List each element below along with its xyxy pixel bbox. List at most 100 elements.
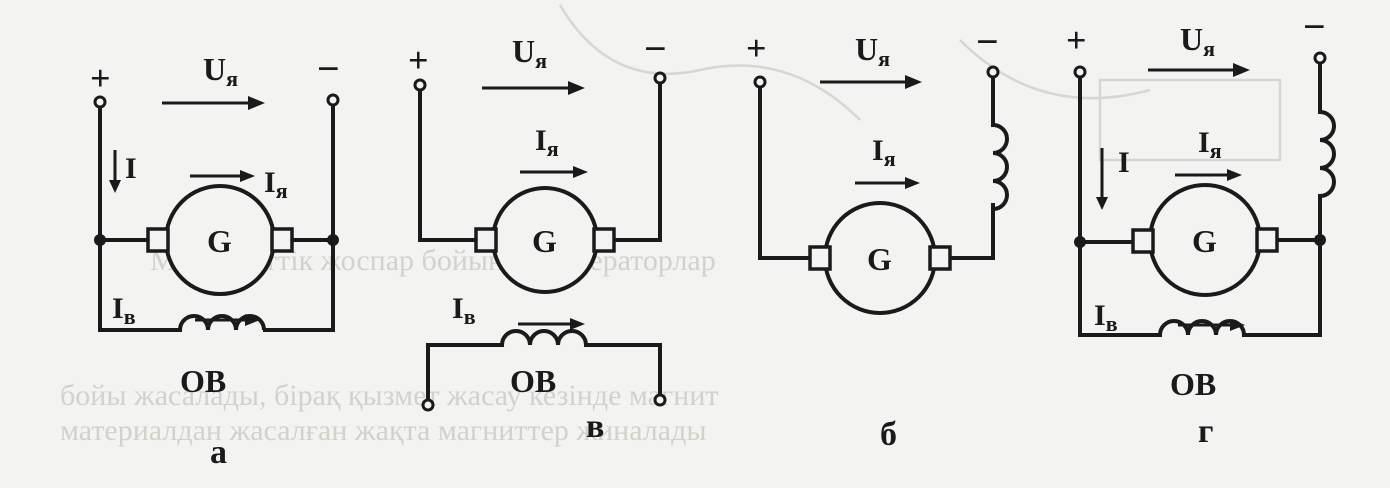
brush-right — [592, 227, 616, 253]
terminal-field-left — [421, 398, 435, 412]
panel-caption: б — [880, 416, 897, 453]
junction-node — [327, 234, 339, 246]
generator-label: G — [867, 241, 892, 277]
terminal-plus — [93, 95, 107, 109]
panel-a: G + − Uя I Iя Iв ОВ а — [90, 46, 340, 471]
current-total-arrow-head — [1096, 197, 1108, 210]
left-wire — [758, 80, 814, 260]
field-right-wire — [584, 343, 662, 402]
left-wire — [1078, 70, 1162, 337]
armature-current-arrow-head — [1227, 169, 1242, 181]
junction-node — [94, 234, 106, 246]
junction-node — [1314, 234, 1326, 246]
armature-current-subscript: я — [884, 146, 896, 171]
voltage-symbol: U — [1180, 21, 1203, 57]
armature-current-label: Iя — [872, 134, 896, 171]
armature-current-symbol: I — [264, 166, 276, 199]
left-wire — [98, 100, 182, 332]
terminal-plus — [1073, 65, 1087, 79]
field-current-label: Iв — [1094, 299, 1118, 336]
left-wire — [418, 83, 480, 242]
brush-left — [1131, 228, 1155, 254]
voltage-subscript: я — [878, 46, 890, 71]
ghost-box — [1098, 78, 1282, 162]
minus-sign: − — [317, 46, 340, 91]
brush-right — [270, 227, 294, 253]
ghost-curve — [558, 4, 861, 121]
series-coil — [992, 123, 1009, 211]
right-wire — [263, 98, 335, 332]
field-current-subscript: в — [1106, 311, 1118, 336]
voltage-subscript: я — [226, 66, 238, 91]
panel-caption: а — [210, 434, 227, 471]
armature-current-subscript: я — [276, 178, 288, 203]
voltage-symbol: U — [855, 31, 878, 67]
terminal-plus — [413, 78, 427, 92]
terminal-minus — [653, 71, 667, 85]
voltage-label: Uя — [512, 33, 547, 73]
field-current-symbol: I — [1094, 299, 1106, 332]
terminal-minus — [326, 93, 340, 107]
field-current-subscript: в — [124, 304, 136, 329]
current-total-label: I — [125, 152, 137, 185]
voltage-arrow-head — [1233, 63, 1250, 77]
field-current-arrow-head — [245, 314, 260, 326]
series-coil — [1319, 110, 1336, 198]
generator-label: G — [207, 223, 232, 259]
generator-label: G — [1192, 223, 1217, 259]
generator-label: G — [532, 223, 557, 259]
brush-left — [474, 227, 498, 253]
brush-left — [146, 227, 170, 253]
field-left-wire — [426, 343, 504, 404]
panel-caption: г — [1198, 413, 1213, 450]
field-current-arrow-head — [570, 318, 585, 330]
current-total-arrow-head — [109, 180, 121, 193]
right-wire-lower — [940, 203, 995, 260]
panel-v: G + − Uя Iя Iв ОВ в — [408, 26, 667, 445]
field-current-subscript: в — [464, 304, 476, 329]
voltage-arrow-head — [905, 75, 922, 89]
ghost-curve — [959, 39, 1151, 100]
terminal-minus — [986, 65, 1000, 79]
ghost-line-3: материалдан жасалған жақта магниттер жин… — [60, 414, 707, 447]
field-winding-label: ОВ — [1170, 366, 1216, 402]
field-winding-label: ОВ — [180, 363, 226, 399]
field-current-arrow-head — [1230, 319, 1245, 331]
armature-current-symbol: I — [1198, 126, 1210, 159]
voltage-symbol: U — [512, 33, 535, 69]
ghost-line-2: бойы жасалады, бірақ қызмет жасау кезінд… — [60, 379, 719, 412]
panel-g: G + − Uя I Iя Iв ОВ г — [1066, 4, 1336, 450]
armature-current-subscript: я — [547, 136, 559, 161]
terminal-plus — [753, 75, 767, 89]
voltage-label: Uя — [203, 51, 238, 91]
terminal-minus — [1313, 51, 1327, 65]
field-coil — [500, 329, 588, 346]
right-wire — [610, 76, 662, 242]
armature-current-arrow-head — [573, 166, 588, 178]
voltage-arrow-head — [568, 81, 585, 95]
background-bleed: Мемлекеттік жоспар бойынша генераторлар … — [60, 4, 1282, 447]
voltage-subscript: я — [535, 48, 547, 73]
field-current-label: Iв — [452, 292, 476, 329]
plus-sign: + — [408, 40, 429, 80]
armature-current-label: Iя — [264, 166, 288, 203]
armature-current-label: Iя — [1198, 126, 1222, 163]
brush-right — [928, 245, 952, 271]
armature-current-subscript: я — [1210, 138, 1222, 163]
voltage-arrow-head — [248, 96, 265, 110]
armature-current-arrow-head — [905, 177, 920, 189]
plus-sign: + — [90, 58, 111, 98]
plus-sign: + — [1066, 20, 1087, 60]
field-current-symbol: I — [452, 292, 464, 325]
brush-left — [808, 245, 832, 271]
terminal-field-right — [653, 393, 667, 407]
voltage-label: Uя — [855, 31, 890, 71]
field-winding-label: ОВ — [510, 363, 556, 399]
brush-right — [1255, 227, 1279, 253]
field-current-label: Iв — [112, 292, 136, 329]
armature-current-arrow-head — [240, 170, 255, 182]
voltage-symbol: U — [203, 51, 226, 87]
minus-sign: − — [644, 26, 667, 71]
minus-sign: − — [976, 19, 999, 64]
junction-node — [1074, 236, 1086, 248]
